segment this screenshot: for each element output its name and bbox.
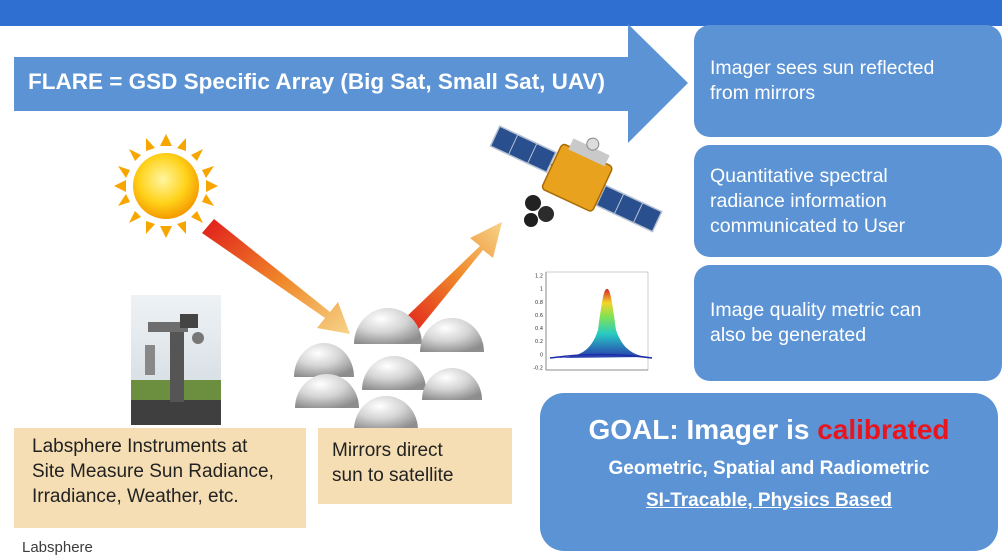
- caption-line: Labsphere Instruments at: [32, 436, 248, 457]
- tick-label: -0.2: [533, 366, 543, 372]
- mirror-icon: [354, 396, 418, 430]
- info-panel-2: Quantitative spectral radiance informati…: [694, 145, 1002, 257]
- goal-highlight: calibrated: [817, 414, 950, 445]
- goal-prefix: GOAL: Imager is: [588, 414, 818, 445]
- info-panel-3: Image quality metric can also be generat…: [694, 265, 1002, 381]
- panel-text: Imager sees sun reflected: [710, 57, 935, 79]
- tick-label: 0: [540, 352, 543, 358]
- caption-line: sun to satellite: [332, 465, 454, 486]
- satellite-icon: [489, 125, 663, 233]
- panel-text: Image quality metric can: [710, 299, 922, 321]
- goal-line-2: Geometric, Spatial and Radiometric: [608, 458, 930, 479]
- goal-line-3: SI-Tracable, Physics Based: [645, 490, 893, 511]
- caption-line: Irradiance, Weather, etc.: [32, 486, 239, 507]
- flare-arrow: [14, 24, 688, 143]
- panel-text: from mirrors: [710, 82, 816, 104]
- labsphere-logo: Labsphere: [22, 539, 93, 556]
- panel-text: also be generated: [710, 324, 867, 346]
- info-panel-1: Imager sees sun reflected from mirrors: [694, 25, 1002, 137]
- panel-text: communicated to User: [710, 214, 906, 237]
- gradient-arrow: [202, 219, 350, 334]
- tick-label: 0.8: [535, 300, 543, 306]
- sun-icon: [114, 134, 218, 238]
- mirror-array: [294, 308, 484, 430]
- gradient-arrow: [402, 222, 502, 335]
- tick-label: 1.2: [535, 274, 543, 280]
- mirror-icon: [362, 356, 426, 390]
- goal-box: GOAL: Imager is calibrated Geometric, Sp…: [540, 393, 998, 551]
- caption-line: Mirrors direct: [332, 440, 443, 461]
- mirror-icon: [294, 343, 354, 377]
- tick-label: 0.4: [535, 326, 543, 332]
- instruments-caption: Labsphere Instruments at Site Measure Su…: [14, 428, 306, 528]
- panel-text: radiance information: [710, 189, 887, 212]
- tick-label: 0.6: [535, 313, 543, 319]
- caption-line: Site Measure Sun Radiance,: [32, 461, 274, 482]
- mirror-icon: [295, 374, 359, 408]
- mirror-icon: [420, 318, 484, 352]
- flare-arrow-label: FLARE = GSD Specific Array (Big Sat, Sma…: [28, 69, 606, 94]
- mirror-icon: [354, 308, 422, 344]
- header-bar: [0, 0, 1002, 26]
- mirror-icon: [422, 368, 482, 400]
- panel-text: Quantitative spectral: [710, 164, 888, 187]
- psf-plot: 1.2 1 0.8 0.6 0.4 0.2 0 -0.2: [533, 271, 653, 372]
- tick-label: 1: [540, 287, 543, 293]
- goal-heading: GOAL: Imager is calibrated: [540, 413, 998, 447]
- mirrors-caption: Mirrors direct sun to satellite: [318, 428, 512, 504]
- instrument-photo: [131, 295, 221, 425]
- tick-label: 0.2: [535, 339, 543, 345]
